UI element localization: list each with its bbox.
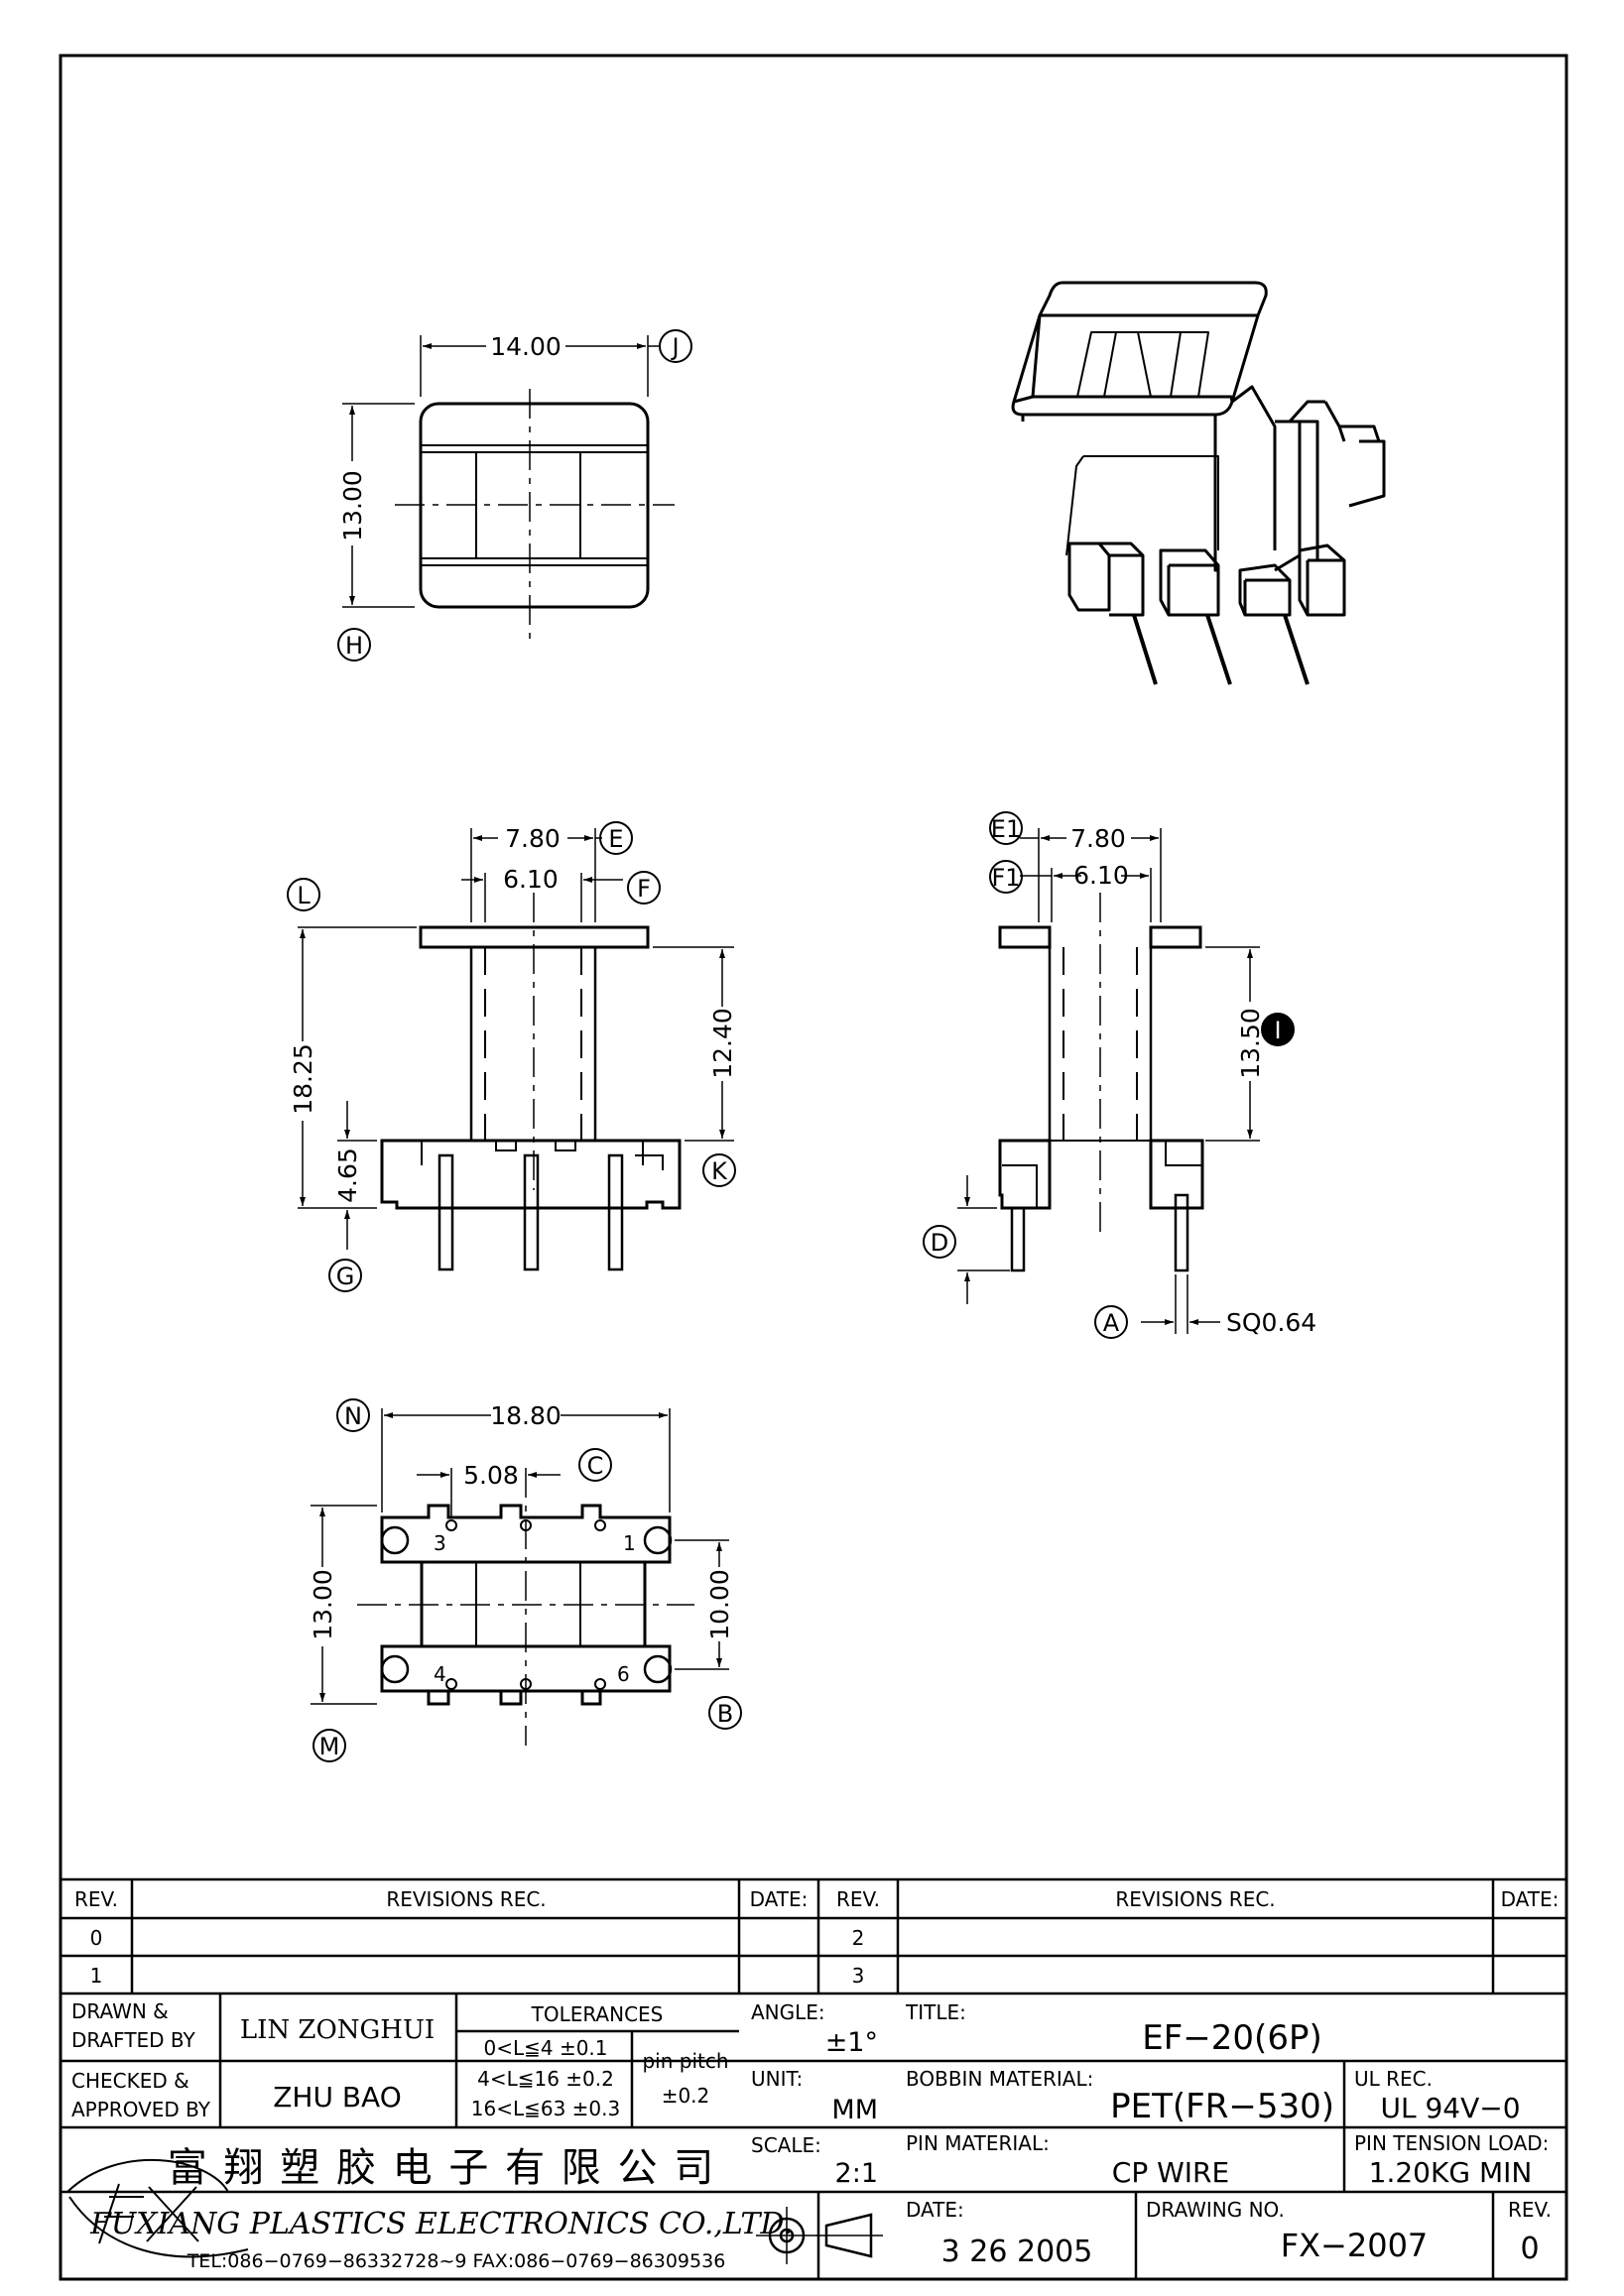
front-view-winding-height-value: 12.40 bbox=[708, 1008, 737, 1079]
revisions-rec-header-left: REVISIONS REC. bbox=[386, 1887, 546, 1911]
front-view-base-height-value: 4.65 bbox=[333, 1148, 362, 1203]
drawn-label-2: DRAFTED BY bbox=[71, 2028, 196, 2052]
date-value: 3 26 2005 bbox=[941, 2235, 1093, 2269]
ul-rec-label: UL REC. bbox=[1354, 2067, 1433, 2091]
company-logo-icon bbox=[66, 2158, 249, 2258]
bobbin-material-label: BOBBIN MATERIAL: bbox=[906, 2067, 1093, 2091]
date-label: DATE: bbox=[906, 2198, 964, 2222]
front-view-inner-value: 6.10 bbox=[503, 865, 559, 894]
title-value: EF−20(6P) bbox=[1142, 2018, 1321, 2058]
scale-value: 2:1 bbox=[835, 2158, 878, 2189]
pin-material-label: PIN MATERIAL: bbox=[906, 2131, 1050, 2155]
label-a: A bbox=[1103, 1309, 1120, 1337]
label-h: H bbox=[345, 632, 363, 660]
title-label: TITLE: bbox=[905, 2000, 966, 2024]
drawing-number-value: FX−2007 bbox=[1281, 2227, 1429, 2264]
bottom-view-row-spacing-value: 10.00 bbox=[705, 1569, 734, 1640]
pin-number-4: 4 bbox=[434, 1662, 446, 1686]
tolerances-title: TOLERANCES bbox=[531, 2002, 664, 2026]
label-g: G bbox=[336, 1263, 355, 1290]
pin-tension-label: PIN TENSION LOAD: bbox=[1354, 2131, 1549, 2155]
revision-table bbox=[61, 1877, 1566, 1995]
label-f: F bbox=[637, 875, 651, 903]
bottom-view bbox=[311, 1398, 742, 1762]
bottom-view-pitch-value: 5.08 bbox=[463, 1461, 519, 1490]
drawn-label-1: DRAWN & bbox=[71, 1999, 169, 2023]
bottom-view-width-value: 18.80 bbox=[490, 1401, 562, 1430]
isometric-view bbox=[1011, 281, 1386, 685]
pin-pitch-value: ±0.2 bbox=[662, 2084, 710, 2108]
side-view-inner-value: 6.10 bbox=[1073, 861, 1129, 890]
projection-symbol-icon bbox=[756, 2207, 883, 2264]
label-f1: F1 bbox=[991, 864, 1020, 892]
rev-label: REV. bbox=[1508, 2198, 1552, 2222]
label-e: E bbox=[608, 825, 623, 853]
sheet-border bbox=[59, 54, 1568, 2281]
company-name-chinese: 富 翔 塑 胶 电 子 有 限 公 司 bbox=[168, 2145, 715, 2191]
revisions-rec-header-right: REVISIONS REC. bbox=[1115, 1887, 1275, 1911]
label-d: D bbox=[931, 1229, 948, 1257]
label-k: K bbox=[711, 1157, 728, 1185]
ul-rec-value: UL 94V−0 bbox=[1380, 2092, 1520, 2124]
label-n: N bbox=[344, 1402, 362, 1430]
label-c: C bbox=[587, 1452, 604, 1480]
label-e1: E1 bbox=[991, 815, 1021, 843]
pin-pitch-label: pin pitch bbox=[642, 2049, 728, 2073]
pin-number-6: 6 bbox=[617, 1662, 630, 1686]
label-i: I bbox=[1274, 1017, 1281, 1044]
checked-label-1: CHECKED & bbox=[71, 2069, 189, 2093]
checked-label-2: APPROVED BY bbox=[71, 2098, 211, 2121]
drawing-number-label: DRAWING NO. bbox=[1146, 2198, 1285, 2222]
rev-value: 0 bbox=[1520, 2232, 1539, 2266]
label-m: M bbox=[319, 1733, 340, 1760]
tolerance-row-2: 4<L≦16 ±0.2 bbox=[477, 2067, 614, 2091]
unit-value: MM bbox=[831, 2095, 878, 2125]
rev-row-2: 2 bbox=[852, 1926, 865, 1950]
date-header-left: DATE: bbox=[750, 1887, 809, 1911]
top-view-height-value: 13.00 bbox=[338, 470, 367, 542]
rev-row-1: 1 bbox=[90, 1964, 103, 1988]
unit-label: UNIT: bbox=[751, 2067, 803, 2091]
label-l: L bbox=[297, 882, 311, 909]
front-view-total-height-value: 18.25 bbox=[289, 1043, 317, 1115]
title-block-grid bbox=[61, 1994, 1566, 2279]
scale-label: SCALE: bbox=[751, 2133, 821, 2157]
bobbin-material-value: PET(FR−530) bbox=[1110, 2087, 1334, 2126]
tolerance-row-3: 16<L≦63 ±0.3 bbox=[471, 2097, 620, 2120]
angle-label: ANGLE: bbox=[751, 2000, 825, 2024]
bottom-view-height-value: 13.00 bbox=[309, 1569, 337, 1640]
pin-material-value: CP WIRE bbox=[1112, 2156, 1229, 2189]
front-view bbox=[287, 821, 736, 1292]
checked-by-name: ZHU BAO bbox=[273, 2081, 402, 2114]
date-header-right: DATE: bbox=[1501, 1887, 1560, 1911]
company-contact: TEL:086−0769−86332728~9 FAX:086−0769−863… bbox=[187, 2250, 726, 2272]
label-j: J bbox=[670, 333, 679, 361]
front-view-outer-value: 7.80 bbox=[505, 824, 561, 853]
top-view bbox=[337, 329, 692, 662]
label-b: B bbox=[717, 1700, 733, 1728]
pin-number-1: 1 bbox=[623, 1531, 636, 1555]
rev-header-right: REV. bbox=[836, 1887, 880, 1911]
pin-tension-value: 1.20KG MIN bbox=[1369, 2156, 1533, 2189]
side-view-height-value: 13.50 bbox=[1236, 1008, 1265, 1079]
pin-number-3: 3 bbox=[434, 1531, 446, 1555]
rev-row-3: 3 bbox=[852, 1964, 865, 1988]
rev-header-left: REV. bbox=[74, 1887, 118, 1911]
side-view-pin-size: SQ0.64 bbox=[1226, 1308, 1316, 1337]
tolerance-row-1: 0<L≦4 ±0.1 bbox=[483, 2036, 607, 2060]
side-view bbox=[923, 811, 1295, 1339]
top-view-width-value: 14.00 bbox=[490, 332, 562, 361]
angle-value: ±1° bbox=[825, 2027, 878, 2058]
side-view-outer-value: 7.80 bbox=[1070, 824, 1126, 853]
company-name-english: FUXIANG PLASTICS ELECTRONICS CO.,LTD. bbox=[89, 2207, 793, 2241]
rev-row-0: 0 bbox=[90, 1926, 103, 1950]
drawn-by-name: LIN ZONGHUI bbox=[240, 2015, 435, 2045]
